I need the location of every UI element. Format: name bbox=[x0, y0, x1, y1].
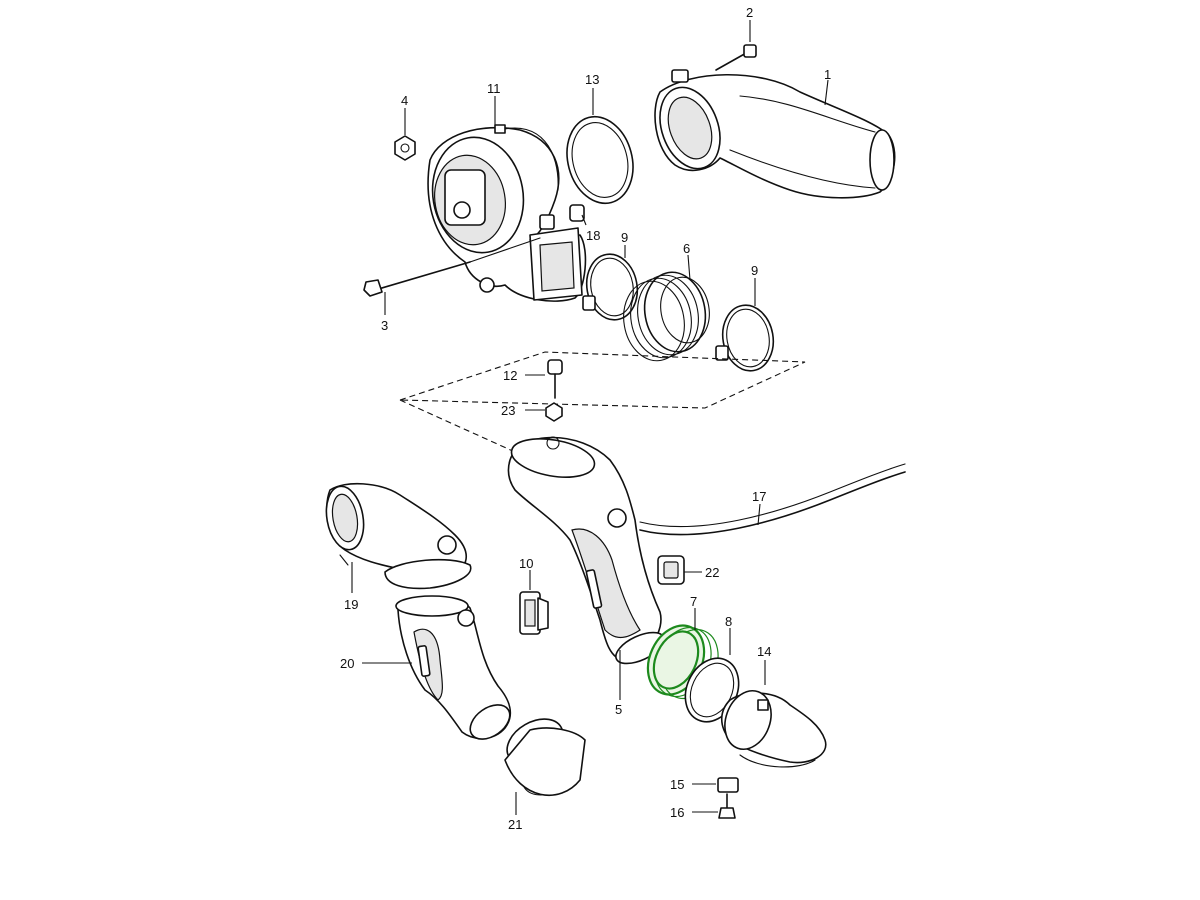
part-4-nut[interactable] bbox=[394, 135, 416, 161]
part-16-screw[interactable] bbox=[718, 793, 736, 819]
callout-20[interactable]: 20 bbox=[340, 656, 354, 671]
part-20-duct[interactable] bbox=[395, 595, 516, 746]
part-9-clamp-left[interactable] bbox=[582, 250, 643, 324]
callout-1[interactable]: 1 bbox=[824, 67, 831, 82]
part-13-gasket[interactable] bbox=[558, 109, 643, 211]
callout-5[interactable]: 5 bbox=[615, 702, 622, 717]
callout-leaders bbox=[351, 20, 829, 815]
part-22-clip[interactable] bbox=[657, 555, 685, 585]
callout-3[interactable]: 3 bbox=[381, 318, 388, 333]
assembly-boundary bbox=[399, 351, 806, 409]
part-12-bolt[interactable] bbox=[547, 359, 563, 399]
part-18-bushing[interactable] bbox=[569, 204, 585, 222]
callout-11[interactable]: 11 bbox=[487, 81, 501, 96]
part-6-bellows[interactable] bbox=[618, 267, 715, 365]
callout-2[interactable]: 2 bbox=[746, 5, 753, 20]
callout-7[interactable]: 7 bbox=[690, 594, 697, 609]
part-21-bellows[interactable] bbox=[499, 710, 586, 805]
callout-9-right[interactable]: 9 bbox=[751, 263, 758, 278]
part-17-hose[interactable] bbox=[639, 463, 906, 536]
part-14-boot[interactable] bbox=[717, 684, 827, 768]
callout-13[interactable]: 13 bbox=[585, 72, 599, 87]
callout-23[interactable]: 23 bbox=[501, 403, 515, 418]
callout-12[interactable]: 12 bbox=[503, 368, 517, 383]
part-7-ring-highlighted[interactable] bbox=[637, 616, 729, 707]
part-2-screw[interactable] bbox=[715, 44, 757, 71]
callout-6[interactable]: 6 bbox=[683, 241, 690, 256]
callout-8[interactable]: 8 bbox=[725, 614, 732, 629]
callout-4[interactable]: 4 bbox=[401, 93, 408, 108]
part-5-intake-pipe[interactable] bbox=[507, 433, 668, 670]
part-1-air-duct[interactable] bbox=[649, 69, 896, 199]
part-15-clip[interactable] bbox=[717, 777, 739, 793]
part-19-elbow[interactable] bbox=[322, 482, 472, 590]
part-23-nut[interactable] bbox=[545, 402, 563, 422]
part-9-clamp-right[interactable] bbox=[715, 301, 778, 375]
part-10-connector[interactable] bbox=[519, 591, 549, 635]
callout-16[interactable]: 16 bbox=[670, 805, 684, 820]
callout-labels: 1 2 3 4 5 6 7 8 9 9 10 11 12 13 14 15 16… bbox=[340, 5, 831, 832]
callout-14[interactable]: 14 bbox=[757, 644, 771, 659]
callout-10[interactable]: 10 bbox=[519, 556, 533, 571]
part-3-bolt[interactable] bbox=[363, 237, 541, 297]
callout-22[interactable]: 22 bbox=[705, 565, 719, 580]
callout-18[interactable]: 18 bbox=[586, 228, 600, 243]
callout-21[interactable]: 21 bbox=[508, 817, 522, 832]
callout-19[interactable]: 19 bbox=[344, 597, 358, 612]
callout-17[interactable]: 17 bbox=[752, 489, 766, 504]
callout-15[interactable]: 15 bbox=[670, 777, 684, 792]
part-11-blower[interactable] bbox=[424, 124, 587, 302]
callout-9-upper[interactable]: 9 bbox=[621, 230, 628, 245]
